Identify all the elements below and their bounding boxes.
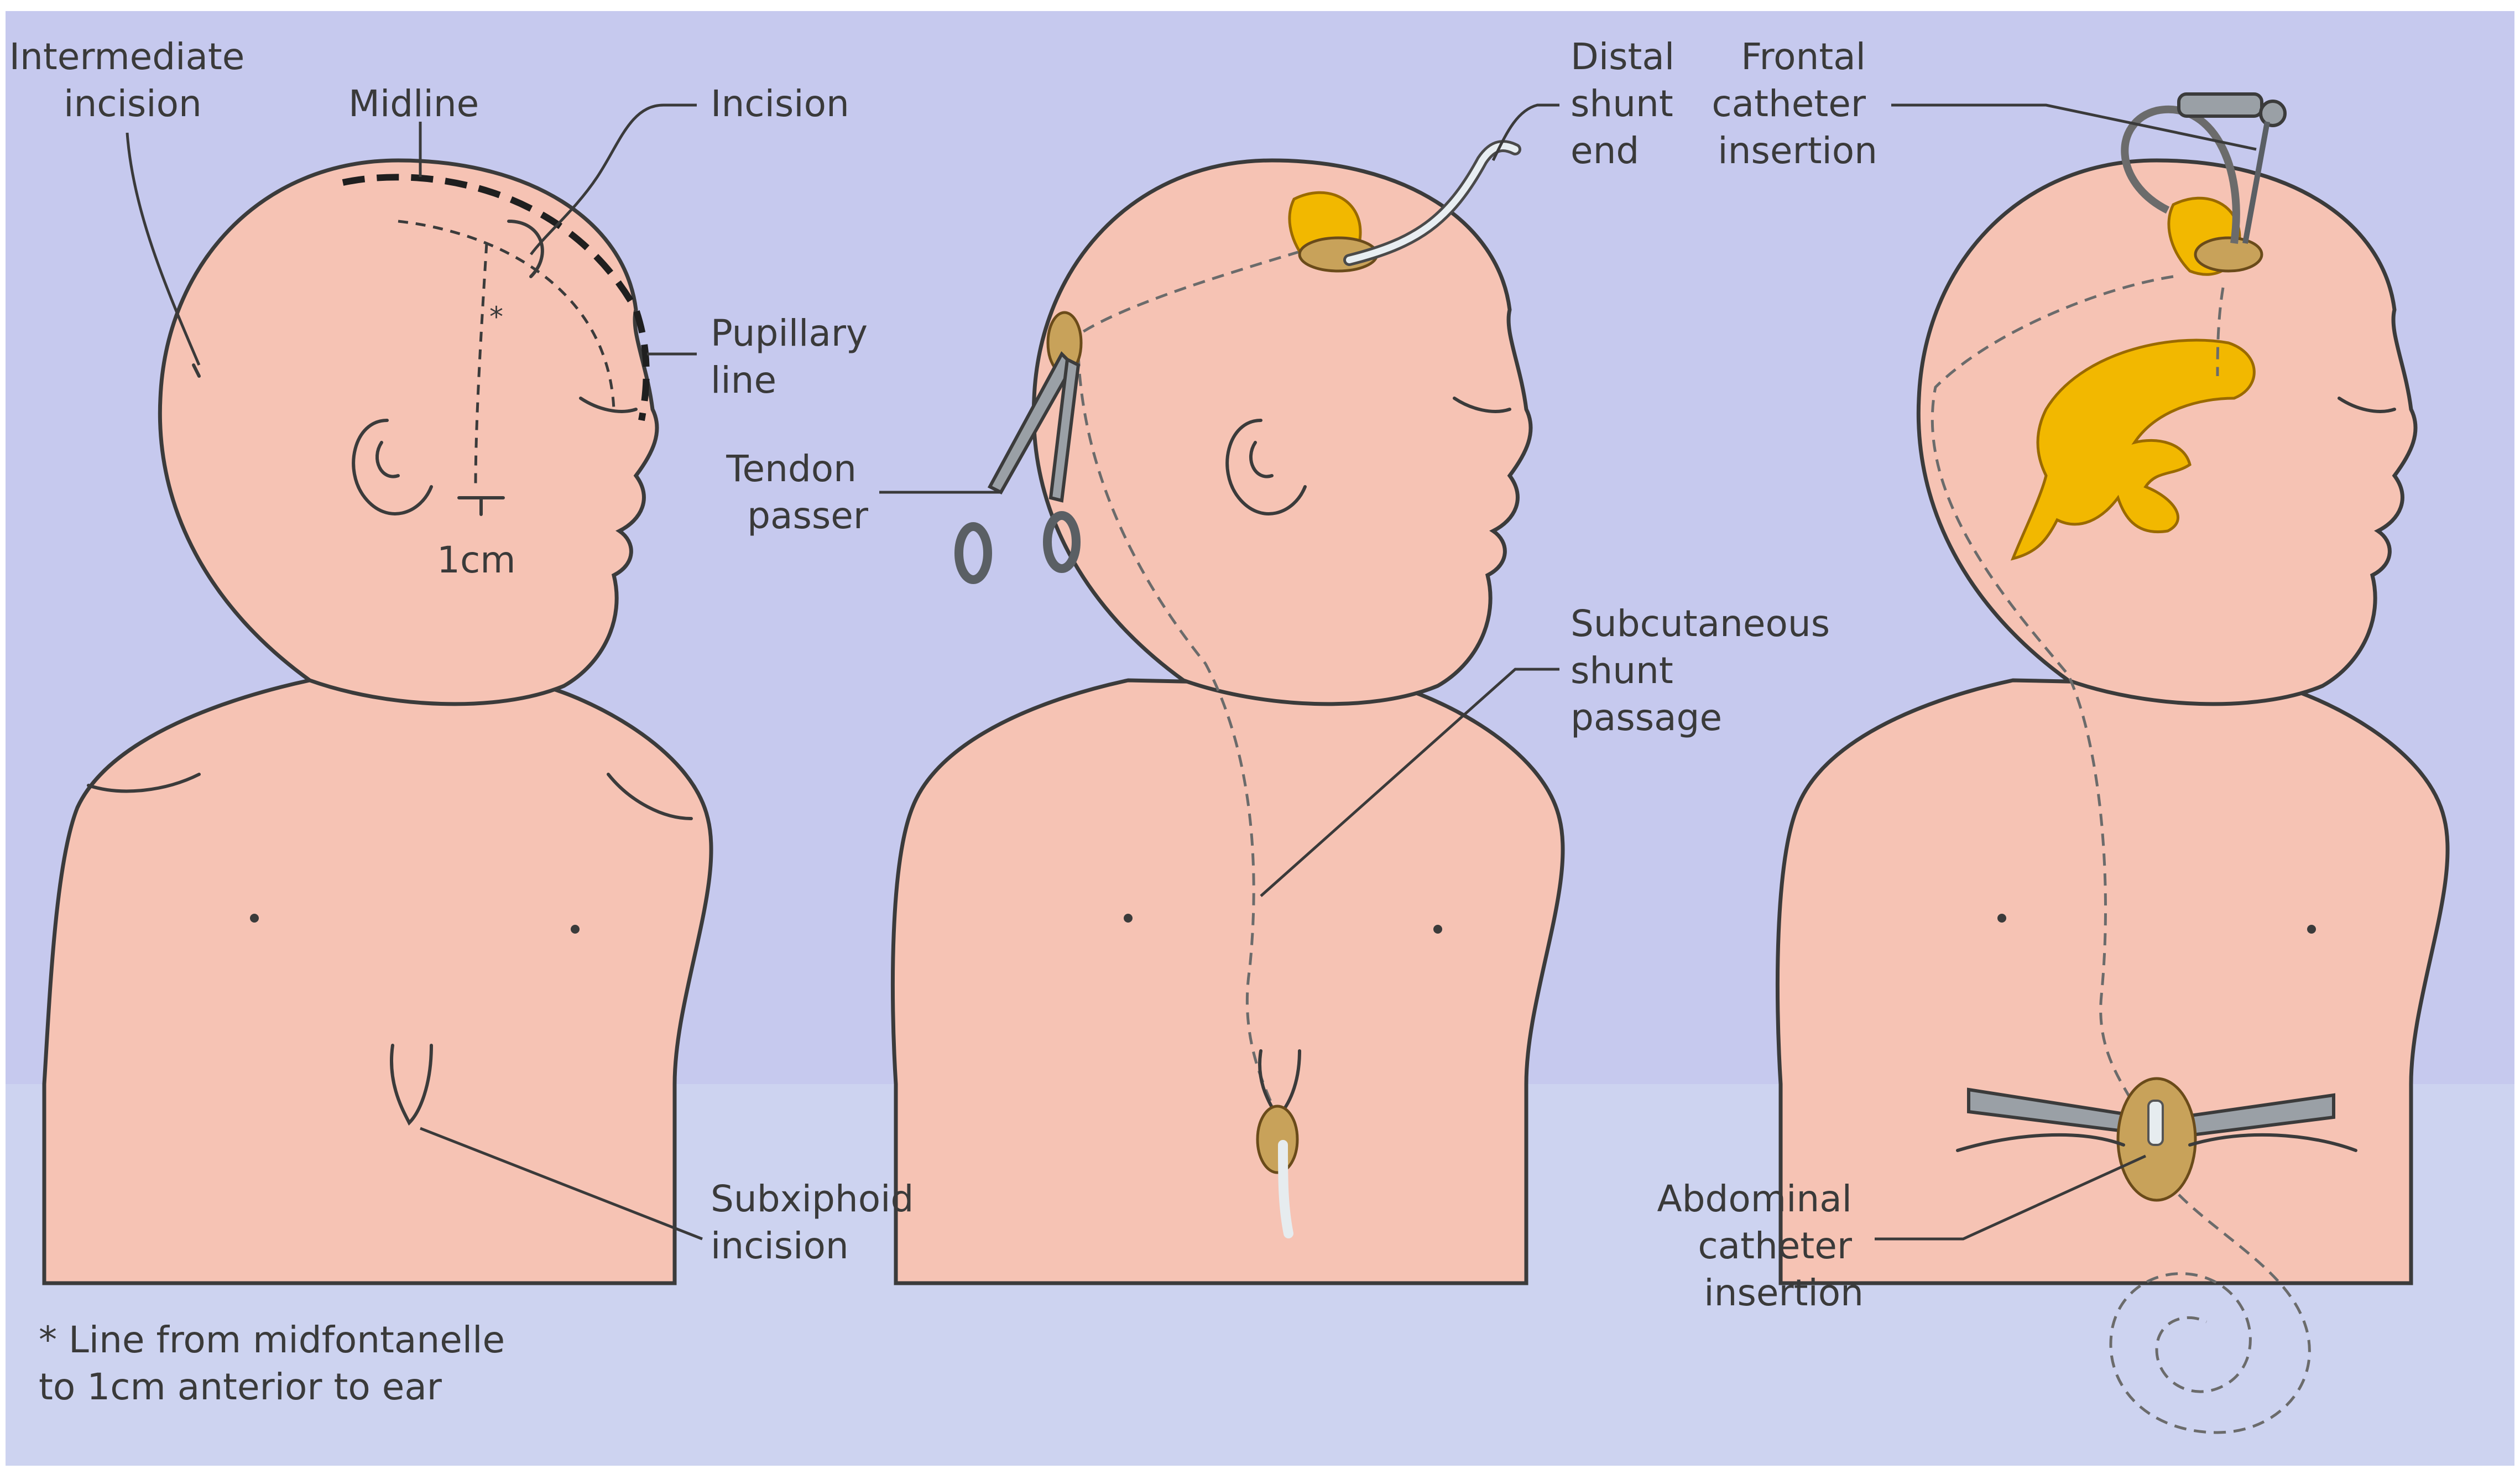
figure-1-nipple-right	[571, 925, 580, 934]
figure-3-nipple-left	[1997, 914, 2006, 923]
figure-2-nipple-left	[1124, 914, 1133, 923]
figure-3-body	[1777, 680, 2448, 1283]
label-1cm: 1cm	[437, 539, 516, 581]
figure-3-catheter-entry	[2148, 1101, 2163, 1145]
figure-2-body	[893, 680, 1563, 1283]
figure-2-peritoneal-catheter	[1283, 1145, 1288, 1233]
figure-3-frontal-wound	[2195, 238, 2262, 271]
figure-2-abdominal-wound	[1258, 1106, 1297, 1173]
figure-3-stylet-knob	[2261, 101, 2285, 126]
figure-1-body	[44, 680, 711, 1283]
figure-3-nipple-right	[2307, 925, 2316, 934]
figure-2-nipple-right	[1433, 925, 1442, 934]
label-asterisk: *	[489, 301, 503, 333]
label-midline: Midline	[348, 82, 479, 125]
label-incision: Incision	[711, 82, 849, 125]
figure-3-stylet-handle	[2179, 94, 2262, 116]
figure-1-nipple-left	[250, 914, 259, 923]
